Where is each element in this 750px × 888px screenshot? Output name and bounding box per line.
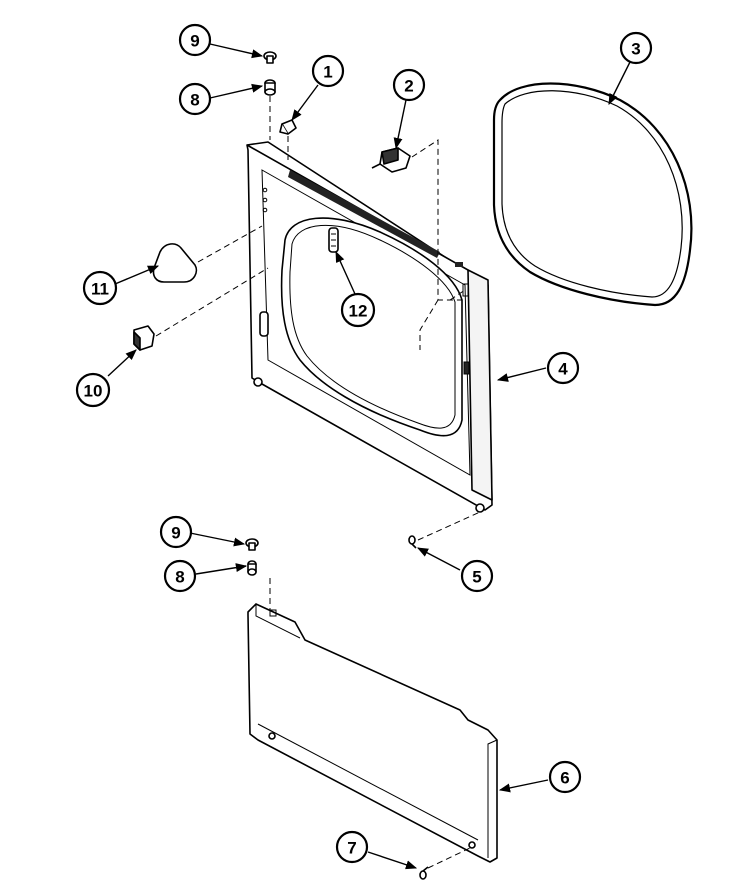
callout-12: 12 — [340, 292, 376, 328]
callout-9-top: 9 — [178, 23, 212, 57]
toe-panel — [247, 603, 498, 863]
callout-label: 10 — [84, 382, 103, 401]
triangle-label — [152, 243, 198, 283]
door-seal-gasket — [492, 82, 693, 307]
callout-label: 12 — [349, 302, 368, 321]
callout-label: 11 — [91, 280, 109, 299]
panel-clip — [133, 325, 155, 351]
callout-label: 1 — [323, 63, 332, 82]
hinge-clip — [279, 119, 297, 135]
callout-label: 4 — [558, 360, 568, 379]
screw-lower — [245, 538, 259, 551]
door-switch — [371, 147, 411, 173]
spacer-top — [264, 79, 276, 96]
callout-label: 2 — [404, 77, 413, 96]
callout-label: 6 — [560, 769, 569, 788]
callout-2: 2 — [392, 68, 426, 102]
callout-6: 6 — [548, 760, 582, 794]
callout-label: 9 — [171, 524, 180, 543]
callout-label: 8 — [190, 91, 199, 110]
callout-4: 4 — [546, 351, 580, 385]
callout-5: 5 — [460, 559, 494, 593]
screw-bottom-right — [408, 535, 417, 549]
spacer-lower — [247, 560, 257, 576]
door-catch — [328, 227, 339, 253]
callout-label: 5 — [472, 568, 481, 587]
callout-label: 7 — [347, 839, 356, 858]
callout-label: 3 — [631, 40, 640, 59]
screw-toe-panel — [419, 866, 429, 880]
callout-11: 11 — [82, 270, 118, 306]
screw-top — [263, 51, 277, 64]
callout-8-top: 8 — [178, 82, 212, 116]
callout-9-lower: 9 — [159, 515, 193, 549]
callout-10: 10 — [75, 372, 111, 408]
callout-1: 1 — [311, 54, 345, 88]
callout-label: 9 — [190, 32, 199, 51]
callout-8-lower: 8 — [163, 559, 197, 593]
callout-label: 8 — [175, 568, 184, 587]
leader-lines — [107, 43, 631, 870]
callout-7: 7 — [335, 830, 369, 864]
callout-3: 3 — [619, 31, 653, 65]
front-panel — [246, 141, 493, 513]
